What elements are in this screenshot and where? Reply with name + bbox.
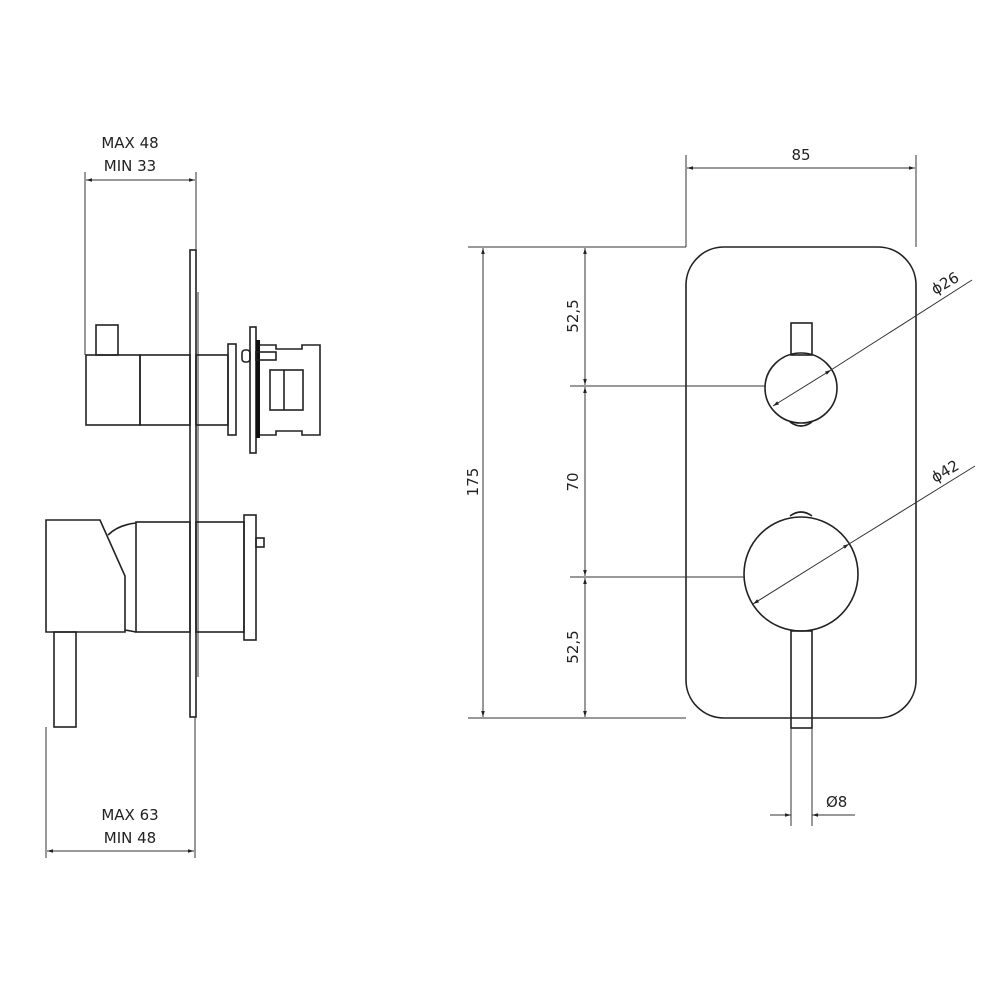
dim-top-max: MAX 48	[101, 134, 158, 152]
dim-bottom-offset: 52,5	[564, 630, 582, 663]
mixer-side	[45, 514, 265, 728]
front-plate	[685, 246, 917, 719]
mixer-lever	[53, 631, 77, 728]
dim-width: 85	[791, 146, 810, 164]
front-lever	[790, 630, 813, 729]
dim-bottom-min: MIN 48	[104, 829, 156, 847]
dim-large-knob-diameter: ϕ42	[928, 456, 962, 486]
dim-center-spacing: 70	[564, 472, 582, 491]
dim-height: 175	[464, 468, 482, 497]
front-view: 85 175 52,5 70 52,5 ϕ26 ϕ42 Ø8	[464, 146, 976, 826]
dim-bottom-max: MAX 63	[101, 806, 158, 824]
dim-small-knob-diameter: ϕ26	[928, 268, 962, 298]
diverter-knob	[764, 352, 838, 424]
dim-top-min: MIN 33	[104, 157, 156, 175]
wall-plate	[189, 249, 197, 718]
diverter-side	[85, 324, 321, 454]
side-view: MAX 48 MIN 33 MAX 63 MIN 48	[45, 134, 321, 858]
dim-top-offset: 52,5	[564, 299, 582, 332]
dim-lever-diameter: Ø8	[826, 793, 847, 811]
